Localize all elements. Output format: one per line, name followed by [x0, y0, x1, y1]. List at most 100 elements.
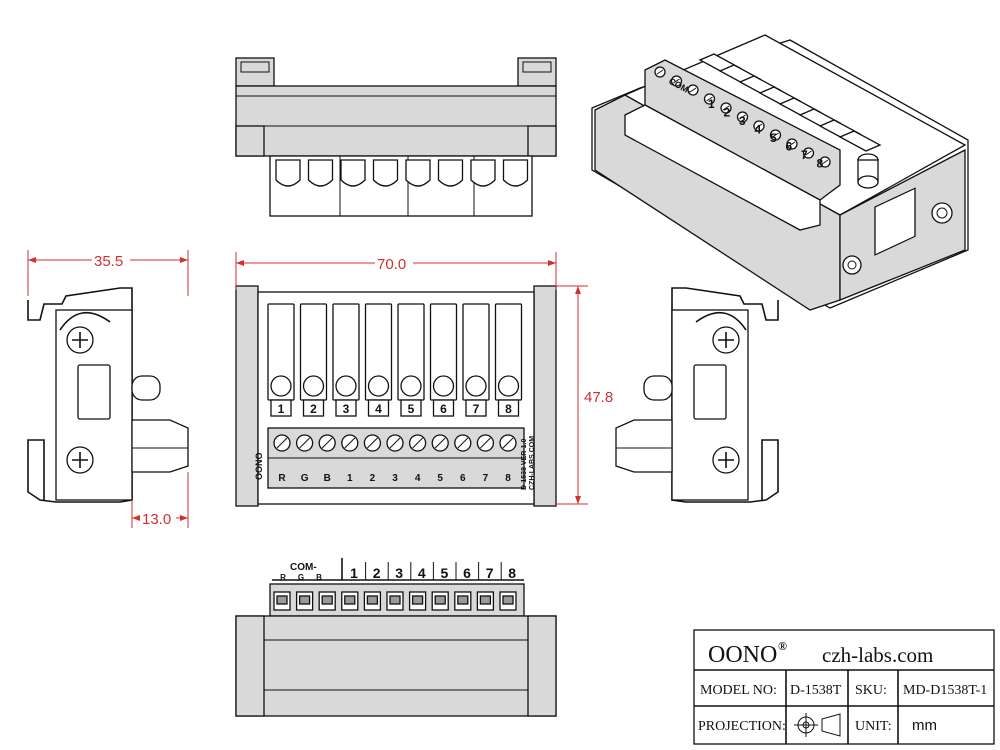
screw-slot	[480, 437, 491, 449]
bottom-channel-number: 1	[350, 565, 358, 581]
bottom-terminal-hole	[389, 595, 401, 605]
screw-slot	[457, 437, 469, 449]
screw-slot	[389, 437, 401, 449]
front-terminal-label: 4	[415, 473, 421, 484]
website: czh-labs.com	[822, 643, 933, 667]
screw-slot	[299, 437, 310, 449]
front-terminal-label: B	[324, 473, 331, 484]
top-pin-slot	[437, 159, 464, 187]
led-indicator	[335, 375, 357, 397]
top-pin-slot	[470, 159, 496, 187]
screw-slot	[344, 437, 356, 449]
bottom-terminal-hole	[502, 595, 514, 605]
front-terminal-label: 3	[392, 473, 398, 484]
dim-height: 47.8	[584, 389, 613, 406]
unit-label: UNIT:	[855, 719, 892, 734]
model-value: D-1538T	[790, 683, 842, 698]
bottom-terminal-hole	[366, 595, 379, 605]
iso-screw-slot	[706, 96, 713, 102]
bottom-channel-number: 8	[508, 565, 516, 581]
iso-screw-slot	[805, 150, 812, 156]
screw-slot	[276, 437, 288, 449]
top-view	[235, 57, 557, 217]
front-channel-number: 6	[440, 402, 447, 416]
iso-channel-number: 1	[708, 97, 715, 111]
iso-channel-number: 2	[724, 106, 731, 120]
sku-value: MD-D1538T-1	[903, 683, 987, 698]
led-indicator	[270, 375, 292, 397]
iso-screw-slot	[656, 69, 664, 75]
led-indicator	[400, 375, 422, 397]
iso-screw-slot	[755, 123, 763, 129]
iso-channel-number: 4	[755, 123, 762, 137]
iso-screw-slot	[722, 105, 730, 111]
bottom-channel-number: 2	[373, 565, 381, 581]
brand-name: OONO	[708, 642, 777, 668]
iso-screw-slot	[772, 132, 779, 138]
front-terminal-label: 6	[460, 473, 466, 484]
top-pin-slot	[372, 159, 399, 187]
bottom-com-pin: G	[298, 573, 304, 582]
channel-tag	[432, 399, 455, 417]
iso-channel-number: 5	[770, 131, 777, 145]
bottom-terminal-hole	[321, 595, 333, 605]
bottom-terminal-hole	[411, 595, 424, 605]
bottom-channel-number: 7	[486, 565, 494, 581]
pcb-logo-text: OONO	[254, 452, 264, 480]
sku-label: SKU:	[855, 683, 887, 698]
led-indicator	[497, 375, 520, 397]
iso-channel-number: 8	[817, 157, 824, 171]
iso-channel-number: 3	[739, 114, 746, 128]
iso-channel-number: 6	[786, 140, 793, 154]
title-block	[693, 629, 995, 745]
led-indicator	[367, 375, 390, 397]
bottom-com-pin: B	[316, 573, 322, 582]
model-label: MODEL NO:	[700, 683, 777, 698]
brand-mark: ®	[778, 639, 787, 653]
top-pin-slot	[340, 159, 366, 187]
bottom-channel-number: 3	[395, 565, 403, 581]
iso-screw-slot	[689, 87, 697, 93]
right-side-view	[615, 287, 779, 503]
unit-value: mm	[912, 717, 937, 734]
led-indicator	[432, 375, 455, 397]
iso-screw-slot	[739, 114, 746, 120]
channel-tag	[302, 399, 325, 417]
screw-slot	[434, 437, 446, 449]
screw-slot	[367, 437, 378, 449]
bottom-terminal-hole	[434, 595, 446, 605]
dim-depth: 35.5	[94, 253, 123, 270]
front-terminal-label: G	[301, 473, 309, 484]
iso-screw-slot	[788, 141, 796, 147]
screw-slot	[502, 437, 514, 449]
bottom-terminal-hole	[479, 595, 492, 605]
iso-key	[838, 130, 882, 152]
front-terminal-label: 1	[347, 473, 353, 484]
bottom-terminal-hole	[457, 595, 469, 605]
bottom-terminal-hole	[344, 595, 356, 605]
front-channel-number: 8	[505, 402, 512, 416]
bottom-channel-number: 4	[418, 565, 426, 581]
iso-screw-slot	[821, 159, 829, 165]
channel-tag	[400, 399, 422, 417]
left-side-view	[27, 287, 189, 503]
led-indicator	[465, 375, 487, 397]
bottom-com-label: COM-	[290, 562, 317, 573]
front-terminal-label: 8	[505, 473, 511, 484]
channel-tag	[497, 399, 520, 417]
front-terminal-label: 2	[370, 473, 376, 484]
top-pin-slot	[307, 159, 334, 187]
dim-width: 70.0	[377, 256, 406, 273]
front-terminal-label: 7	[483, 473, 489, 484]
bottom-com-pin: R	[280, 573, 286, 582]
bottom-terminal-hole	[298, 595, 311, 605]
led-indicator	[302, 375, 325, 397]
iso-channel-number: 7	[801, 148, 808, 162]
projection-label: PROJECTION:	[698, 719, 786, 734]
front-channel-number: 3	[343, 402, 350, 416]
front-channel-number: 2	[310, 402, 317, 416]
front-channel-number: 1	[278, 402, 285, 416]
top-pin-slot	[405, 159, 431, 187]
